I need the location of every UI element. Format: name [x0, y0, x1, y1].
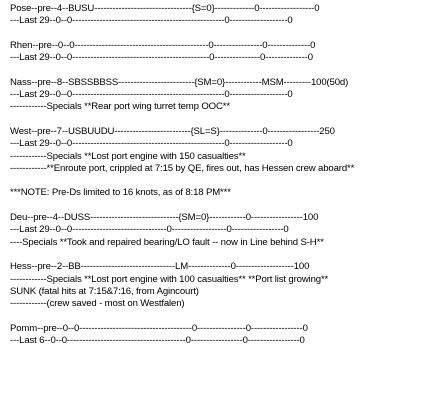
- deu-block: Deu--pre--4--DUSS-----------------------…: [10, 212, 438, 249]
- rhen-last-line: ---Last 29--0--0------------------------…: [10, 52, 313, 64]
- pose-last-line: ---Last 29--0--0------------------------…: [10, 15, 293, 27]
- hess-pre-line: Hess--pre--2--BB------------------------…: [10, 261, 310, 273]
- deu-pre-line: Deu--pre--4--DUSS-----------------------…: [10, 212, 319, 224]
- pomm-pre-line: Pomm--pre--0--0-------------------------…: [10, 322, 308, 334]
- west-specials-line: ------------Specials **Lost port engine …: [10, 150, 246, 162]
- nass-block: Nass--pre--8--SBSSBBSS------------------…: [10, 77, 438, 114]
- note-block: ***NOTE: Pre-Ds limited to 16 knots, as …: [10, 187, 438, 199]
- nass-last-line: ---Last 29--0--0------------------------…: [10, 89, 293, 101]
- pose-pre-line: Pose--pre--4--BUSU----------------------…: [10, 3, 320, 14]
- hess-sunk-line: SUNK (fatal hits at 7:15&7:16, from Agin…: [10, 285, 199, 297]
- hess-block: Hess--pre--2--BB------------------------…: [10, 261, 438, 310]
- west-pre-line: West--pre--7--USBUUDU-------------------…: [10, 125, 335, 137]
- spacer: [10, 28, 438, 40]
- west-enroute-line: ------------**Enroute port, crippled at …: [10, 162, 355, 174]
- pomm-block: Pomm--pre--0--0-------------------------…: [10, 323, 438, 348]
- deu-last-line: ---Last 29--0--0------------------------…: [10, 224, 289, 236]
- spacer: [10, 64, 438, 76]
- nass-pre-line: Nass--pre--8--SBSSBBSS------------------…: [10, 76, 349, 88]
- pomm-last-line: ---Last 6--0--0-------------------------…: [10, 335, 305, 347]
- rhen-block: Rhen--pre--0--0-------------------------…: [10, 40, 438, 65]
- pose-block: Pose--pre--4--BUSU----------------------…: [10, 3, 438, 28]
- nass-specials-line: ------------Specials **Rear port wing tu…: [10, 101, 230, 113]
- spacer: [10, 200, 438, 212]
- ship-status-report: Pose--pre--4--BUSU----------------------…: [10, 3, 438, 347]
- west-last-line: ---Last 29--0--0------------------------…: [10, 138, 293, 150]
- spacer: [10, 114, 438, 126]
- hess-specials-line: ------------Specials **Lost port engine …: [10, 273, 329, 285]
- spacer: [10, 249, 438, 261]
- speed-note-line: ***NOTE: Pre-Ds limited to 16 knots, as …: [10, 187, 231, 199]
- west-block: West--pre--7--USBUUDU-------------------…: [10, 126, 438, 175]
- rhen-pre-line: Rhen--pre--0--0-------------------------…: [10, 39, 316, 51]
- spacer: [10, 175, 438, 187]
- spacer: [10, 310, 438, 322]
- hess-crew-line: ------------(crew saved - most on Westfa…: [10, 298, 185, 310]
- deu-specials-line: ----Specials **Took and repaired bearing…: [10, 236, 324, 248]
